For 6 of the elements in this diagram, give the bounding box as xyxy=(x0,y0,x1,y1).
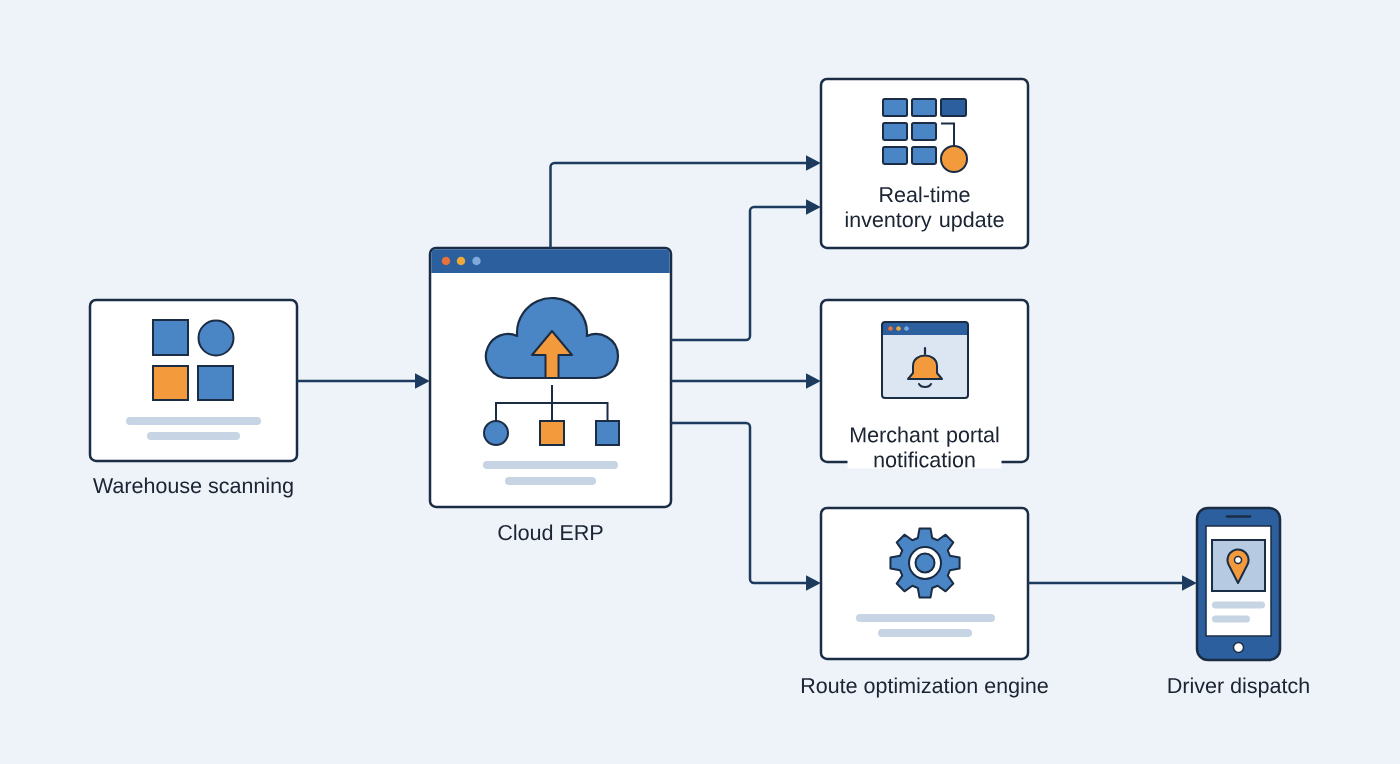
node-label: Driver dispatch xyxy=(1168,677,1309,698)
node-label: Warehouse scanning xyxy=(93,477,293,498)
node-label: Route optimization engine xyxy=(801,677,1048,698)
node-label: Merchant portal notification xyxy=(847,425,1002,469)
node-label: Real-time inventory update xyxy=(845,186,1004,232)
node-label: Cloud ERP xyxy=(498,524,603,541)
